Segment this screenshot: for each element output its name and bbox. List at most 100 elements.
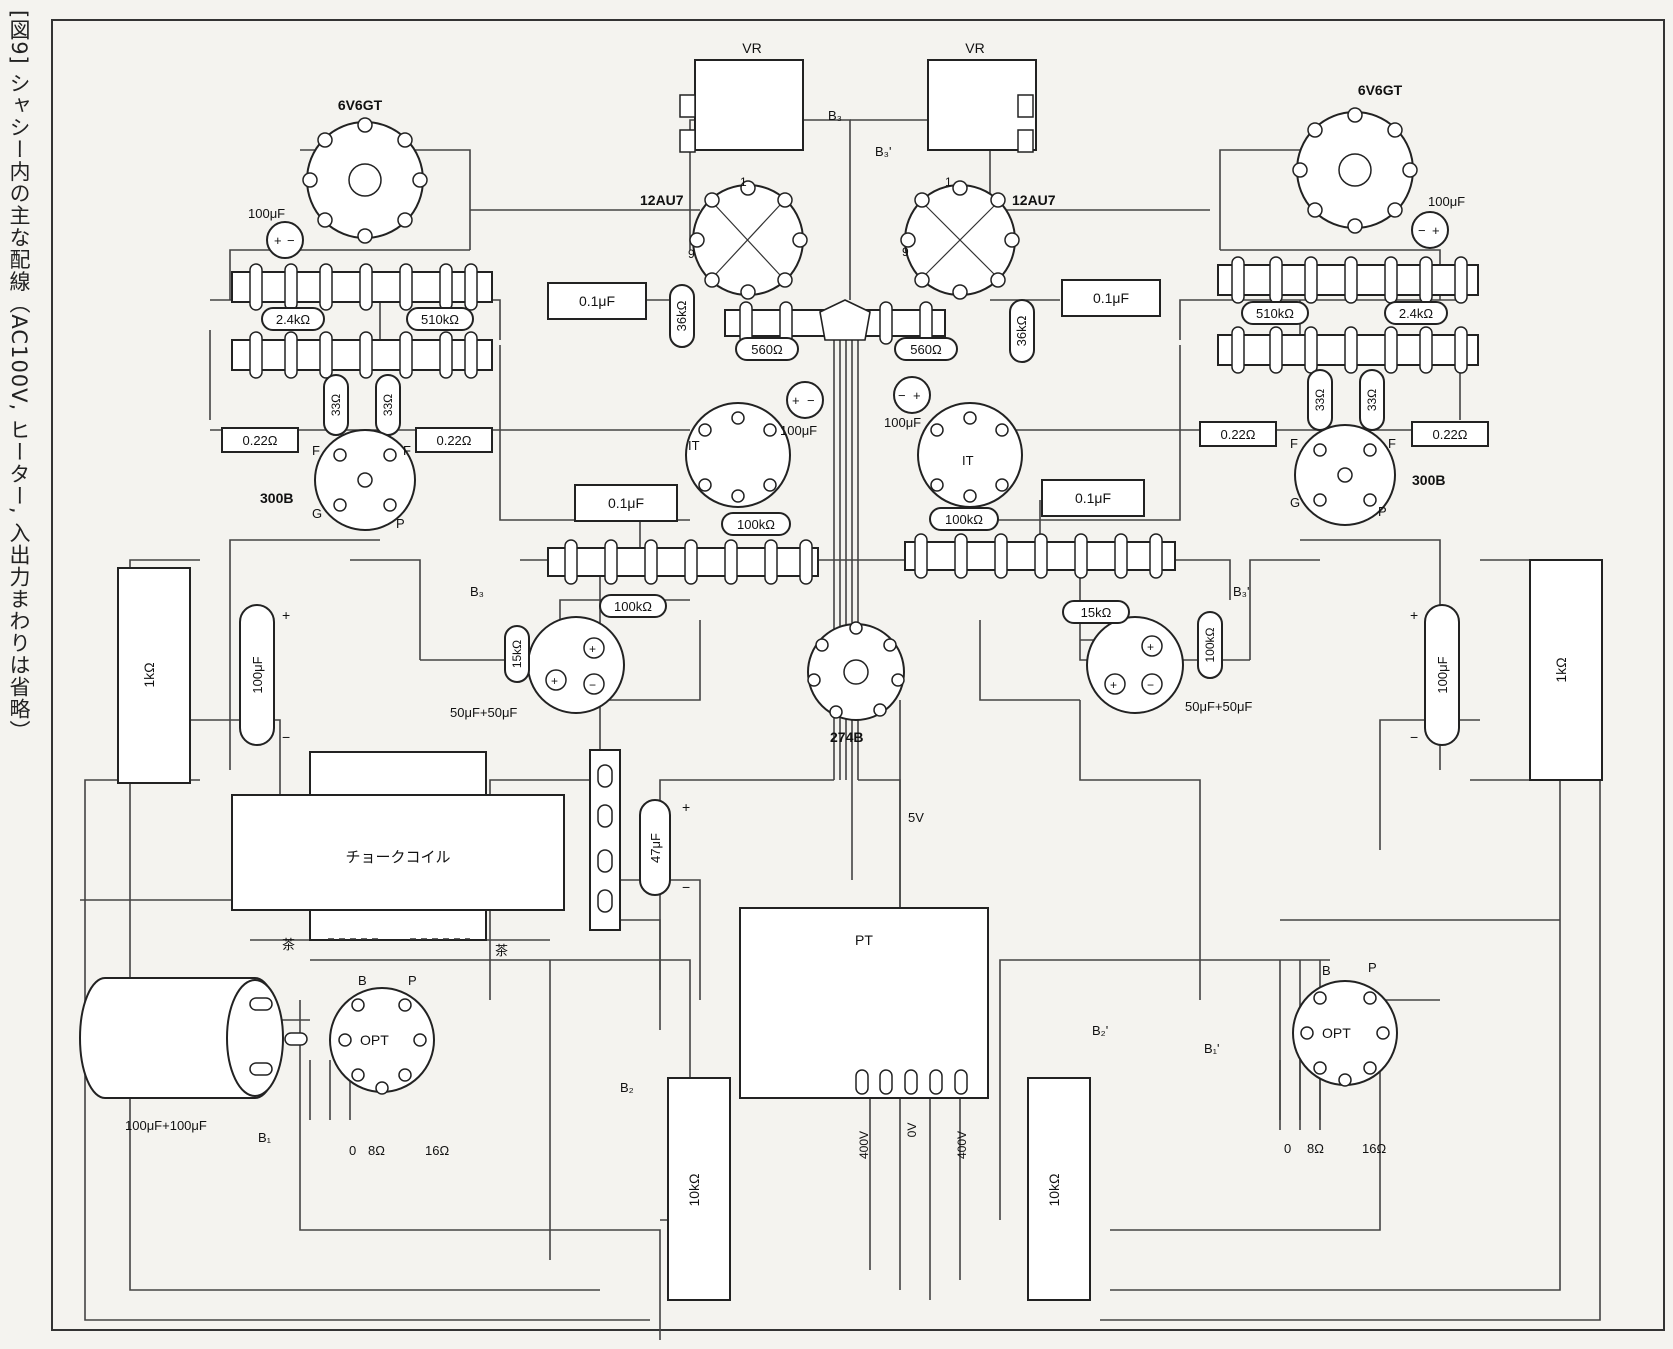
svg-text:+: + <box>551 674 558 688</box>
svg-text:−: − <box>287 233 295 248</box>
svg-text:P: P <box>1378 504 1387 519</box>
svg-text:+: + <box>682 799 690 815</box>
svg-text:2.4kΩ: 2.4kΩ <box>276 312 311 327</box>
res-100k-right-psu: 100kΩ <box>1197 611 1223 679</box>
svg-text:0V: 0V <box>905 1123 919 1138</box>
node-b3-top: B₃ <box>828 108 842 123</box>
svg-text:100kΩ: 100kΩ <box>737 517 775 532</box>
svg-text:100kΩ: 100kΩ <box>945 512 983 527</box>
res-0-22-left-b: 0.22Ω <box>415 427 493 453</box>
diagram-frame <box>51 19 1665 1331</box>
res-560-right: 560Ω <box>894 337 958 361</box>
figure-caption-column: [図9] シャシー内の主な配線（AC100V, ヒーター, 入出力まわりは省略） <box>4 10 38 1330</box>
res-0-22-left-a: 0.22Ω <box>221 427 299 453</box>
center-terminal-strip <box>724 299 946 345</box>
volume-left[interactable]: VR <box>679 40 804 153</box>
socket-6v6gt-right: 6V6GT <box>1292 82 1418 234</box>
svg-text:47μF: 47μF <box>648 833 663 863</box>
svg-text:B₂': B₂' <box>1092 1023 1108 1038</box>
svg-text:B: B <box>1322 963 1331 978</box>
res-15k-right: 15kΩ <box>1062 600 1130 624</box>
cap-100uf-mid-left: + − 100μF <box>780 381 824 438</box>
res-15k-left: 15kΩ <box>504 625 530 683</box>
cap-50-50-right: + + − 50μF+50μF B₃' <box>1086 584 1252 714</box>
svg-text:−: − <box>1147 678 1154 692</box>
cap-100uf-mid-right: − + 100μF <box>884 376 931 430</box>
socket-12au7-left: 1 9 12AU7 <box>640 175 808 300</box>
svg-text:0: 0 <box>1284 1141 1291 1156</box>
svg-text:B₁': B₁' <box>1204 1041 1220 1056</box>
vr-label: VR <box>742 40 761 56</box>
svg-text:560Ω: 560Ω <box>751 342 783 357</box>
interstage-transformer-right: IT <box>917 402 1023 508</box>
res-560-left: 560Ω <box>735 337 799 361</box>
svg-text:+: + <box>1410 607 1418 623</box>
terminal-strip-right-1 <box>1217 256 1479 304</box>
svg-text:8Ω: 8Ω <box>368 1143 385 1158</box>
tube-300b-right: 300B <box>1412 472 1445 488</box>
vr-label: VR <box>965 40 984 56</box>
res-36k-right: 36kΩ <box>1009 299 1035 363</box>
node-b3p-top: B₃' <box>875 144 891 159</box>
interstage-transformer-left: IT <box>685 402 791 508</box>
svg-text:OPT: OPT <box>1322 1025 1351 1041</box>
svg-text:G: G <box>312 506 322 521</box>
volume-right[interactable]: VR <box>927 40 1037 153</box>
svg-text:400V: 400V <box>955 1131 969 1159</box>
svg-text:9: 9 <box>902 245 909 259</box>
cap-50-50-left: + + − 50μF+50μF B₃ <box>450 584 625 720</box>
choke-coil: チョークコイル 茶 茶 <box>231 751 565 958</box>
svg-text:5V: 5V <box>908 810 924 825</box>
svg-text:15kΩ: 15kΩ <box>510 640 524 668</box>
svg-text:400V: 400V <box>857 1131 871 1159</box>
svg-text:36kΩ: 36kΩ <box>1014 315 1029 346</box>
cap-47uf: 47μF + − <box>589 749 690 931</box>
svg-text:+: + <box>913 388 921 403</box>
svg-text:1: 1 <box>945 175 952 189</box>
svg-text:P: P <box>396 516 405 531</box>
svg-text:33Ω: 33Ω <box>1365 389 1379 411</box>
svg-text:P: P <box>408 973 417 988</box>
cap-100uf-upper-left: + − 100μF <box>248 206 304 259</box>
res-33-right-b: 33Ω <box>1359 369 1385 431</box>
svg-text:10kΩ: 10kΩ <box>686 1173 702 1206</box>
socket-6v6gt-left: 6V6GT <box>302 97 428 244</box>
svg-text:+: + <box>282 607 290 623</box>
res-10k-right: 10kΩ B₂' <box>1027 1023 1108 1301</box>
svg-text:0.1μF: 0.1μF <box>579 293 615 309</box>
svg-text:0.1μF: 0.1μF <box>1075 490 1111 506</box>
svg-text:9: 9 <box>688 247 695 261</box>
socket-300b-left: F F G P 300B <box>260 429 416 531</box>
terminal-strip-left-1 <box>231 263 493 311</box>
svg-text:0.22Ω: 0.22Ω <box>1432 427 1467 442</box>
svg-text:B₁: B₁ <box>258 1130 272 1145</box>
res-100k-left-psu: 100kΩ <box>599 594 667 618</box>
svg-text:1kΩ: 1kΩ <box>1553 657 1569 682</box>
svg-text:F: F <box>403 443 411 458</box>
svg-text:IT: IT <box>688 438 700 453</box>
svg-text:IT: IT <box>962 453 974 468</box>
svg-text:+: + <box>1432 223 1440 238</box>
terminal-strip-right-2 <box>1217 326 1479 374</box>
res-1k-right: 1kΩ <box>1529 559 1603 781</box>
svg-text:+: + <box>274 233 282 248</box>
svg-text:−: − <box>282 729 290 745</box>
svg-text:33Ω: 33Ω <box>329 394 343 416</box>
svg-text:100μF: 100μF <box>250 656 265 693</box>
svg-text:0.22Ω: 0.22Ω <box>242 433 277 448</box>
svg-text:−: − <box>807 393 815 408</box>
svg-text:B: B <box>358 973 367 988</box>
svg-text:8Ω: 8Ω <box>1307 1141 1324 1156</box>
terminal-strip-lower-left <box>547 539 819 585</box>
svg-text:100kΩ: 100kΩ <box>614 599 652 614</box>
res-2-4k-left: 2.4kΩ <box>261 307 325 331</box>
svg-text:0.22Ω: 0.22Ω <box>436 433 471 448</box>
svg-text:B₂: B₂ <box>620 1080 634 1095</box>
svg-text:16Ω: 16Ω <box>1362 1141 1386 1156</box>
svg-text:100μF: 100μF <box>1428 194 1465 209</box>
svg-text:−: − <box>589 678 596 692</box>
svg-text:100μF: 100μF <box>884 415 921 430</box>
svg-text:OPT: OPT <box>360 1032 389 1048</box>
res-33-left-b: 33Ω <box>375 374 401 436</box>
